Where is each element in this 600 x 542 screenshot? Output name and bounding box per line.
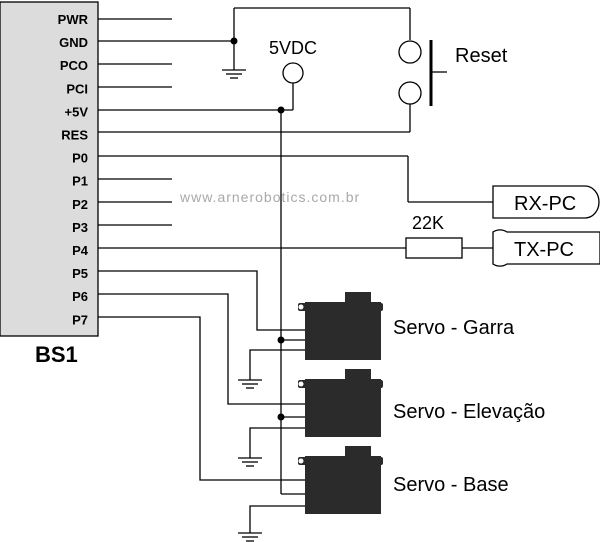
pin-label-5v: +5V: [65, 104, 89, 119]
reset-contact-bottom-icon: [398, 81, 422, 105]
pin-label-p5: P5: [72, 266, 88, 281]
pin-label-p2: P2: [72, 197, 88, 212]
chip-name: BS1: [35, 342, 78, 367]
pin-label-res: RES: [61, 128, 88, 143]
rx-label: RX-PC: [514, 193, 576, 215]
pin-label-pwr: PWR: [58, 12, 89, 27]
rx-connector-icon: [492, 185, 600, 219]
servo-base: Servo - Base: [298, 446, 509, 514]
ground-icon: [238, 379, 262, 389]
watermark: www.arnerobotics.com.br: [179, 189, 360, 205]
pin-label-p4: P4: [72, 243, 89, 258]
wire-gnd-servo2: [249, 427, 305, 458]
pin-label-gnd: GND: [59, 35, 88, 50]
servo-ground-wires: [238, 349, 305, 542]
pin-label-p3: P3: [72, 220, 88, 235]
ground-icon: [238, 457, 262, 467]
servo-motor-icon: [298, 292, 383, 360]
tx-label: TX-PC: [514, 239, 574, 261]
vcc-net: [98, 106, 305, 495]
junction-servo1: [277, 336, 285, 344]
wire-p6-servo2: [98, 293, 305, 405]
wire-p7-servo3: [98, 316, 305, 481]
reset-switch: Reset: [98, 40, 508, 133]
wire-p5-servo1: [98, 270, 305, 331]
supply-terminal-icon: [282, 62, 304, 84]
servo-signal-wires: [98, 270, 305, 481]
pin-label-p6: P6: [72, 289, 88, 304]
junction-gnd: [230, 37, 238, 45]
tx-connector-icon: [492, 229, 600, 267]
pin-label-p0: P0: [72, 151, 88, 166]
chip-body: [0, 1, 99, 337]
ground-icon: [238, 532, 262, 542]
supply-label: 5VDC: [269, 38, 317, 58]
servo-label: Servo - Elevação: [393, 401, 545, 423]
rx-net: RX-PC: [98, 155, 600, 219]
pin-label-p1: P1: [72, 174, 88, 189]
wire-gnd-servo3: [249, 505, 305, 533]
pin-wires: [98, 18, 172, 226]
tx-net: 22K TX-PC: [98, 213, 600, 267]
servo-motor-icon: [298, 446, 383, 514]
resistor-icon: [405, 237, 463, 259]
supply-5vdc: 5VDC: [269, 38, 317, 110]
pin-label-pco: PCO: [60, 58, 88, 73]
gnd-net: [98, 7, 411, 79]
pin-label-pci: PCI: [66, 81, 88, 96]
servo-garra: Servo - Garra: [298, 292, 515, 360]
ground-icon: [222, 69, 246, 79]
reset-label: Reset: [455, 45, 508, 67]
pin-label-p7: P7: [72, 312, 88, 327]
wire-gnd-servo1: [249, 349, 305, 380]
servo-label: Servo - Base: [393, 474, 509, 496]
reset-contact-top-icon: [398, 40, 422, 64]
junction-servo2: [277, 413, 285, 421]
servo-elevacao: Servo - Elevação: [298, 369, 545, 437]
resistor-label: 22K: [412, 213, 444, 233]
servo-motor-icon: [298, 369, 383, 437]
servo-label: Servo - Garra: [393, 317, 515, 339]
